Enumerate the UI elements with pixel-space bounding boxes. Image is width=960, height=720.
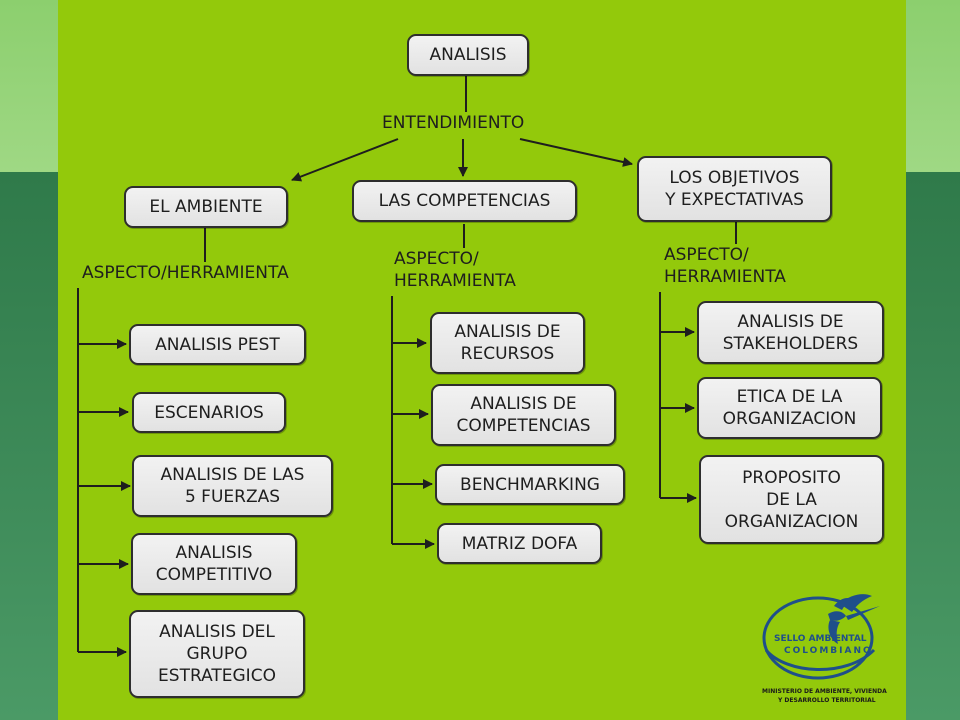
item-escenarios: ESCENARIOS <box>132 392 286 433</box>
item-analisis-recursos: ANALISIS DE RECURSOS <box>430 312 585 374</box>
sublabel-objetivos: ASPECTO/ HERRAMIENTA <box>664 245 786 287</box>
root-node: ANALISIS <box>407 34 529 76</box>
item-analisis-pest: ANALISIS PEST <box>129 324 306 365</box>
item-analisis-5-fuerzas: ANALISIS DE LAS 5 FUERZAS <box>132 455 333 517</box>
logo-line-3: MINISTERIO DE AMBIENTE, VIVIENDA <box>762 688 887 695</box>
sello-ambiental-logo: SELLO AMBIENTAL COLOMBIANO MINISTERIO DE… <box>756 588 896 708</box>
item-benchmarking: BENCHMARKING <box>435 464 625 505</box>
logo-line-2: COLOMBIANO <box>784 646 873 656</box>
logo-line-1: SELLO AMBIENTAL <box>774 634 867 644</box>
logo-line-4: Y DESARROLLO TERRITORIAL <box>778 697 876 704</box>
item-etica-organizacion: ETICA DE LA ORGANIZACION <box>697 377 882 439</box>
item-analisis-competitivo: ANALISIS COMPETITIVO <box>131 533 297 595</box>
arrow-to-objetivos <box>519 138 633 167</box>
branch-title-objetivos: LOS OBJETIVOS Y EXPECTATIVAS <box>637 156 832 222</box>
right-decorative-band <box>906 0 960 720</box>
item-analisis-grupo-estrategico: ANALISIS DEL GRUPO ESTRATEGICO <box>129 610 305 698</box>
arrow-to-ambiente <box>291 138 399 182</box>
branch-title-competencias: LAS COMPETENCIAS <box>352 180 577 222</box>
item-matriz-dofa: MATRIZ DOFA <box>437 523 602 564</box>
connector-label: ENTENDIMIENTO <box>382 113 525 133</box>
item-proposito-organizacion: PROPOSITO DE LA ORGANIZACION <box>699 455 884 544</box>
item-analisis-stakeholders: ANALISIS DE STAKEHOLDERS <box>697 301 884 364</box>
left-decorative-band <box>0 0 58 720</box>
item-analisis-competencias: ANALISIS DE COMPETENCIAS <box>431 384 616 446</box>
hummingbird-logo-icon <box>762 594 880 680</box>
sublabel-ambiente: ASPECTO/HERRAMIENTA <box>82 263 289 283</box>
sublabel-competencias: ASPECTO/ HERRAMIENTA <box>394 249 516 291</box>
branch-title-ambiente: EL AMBIENTE <box>124 186 288 228</box>
